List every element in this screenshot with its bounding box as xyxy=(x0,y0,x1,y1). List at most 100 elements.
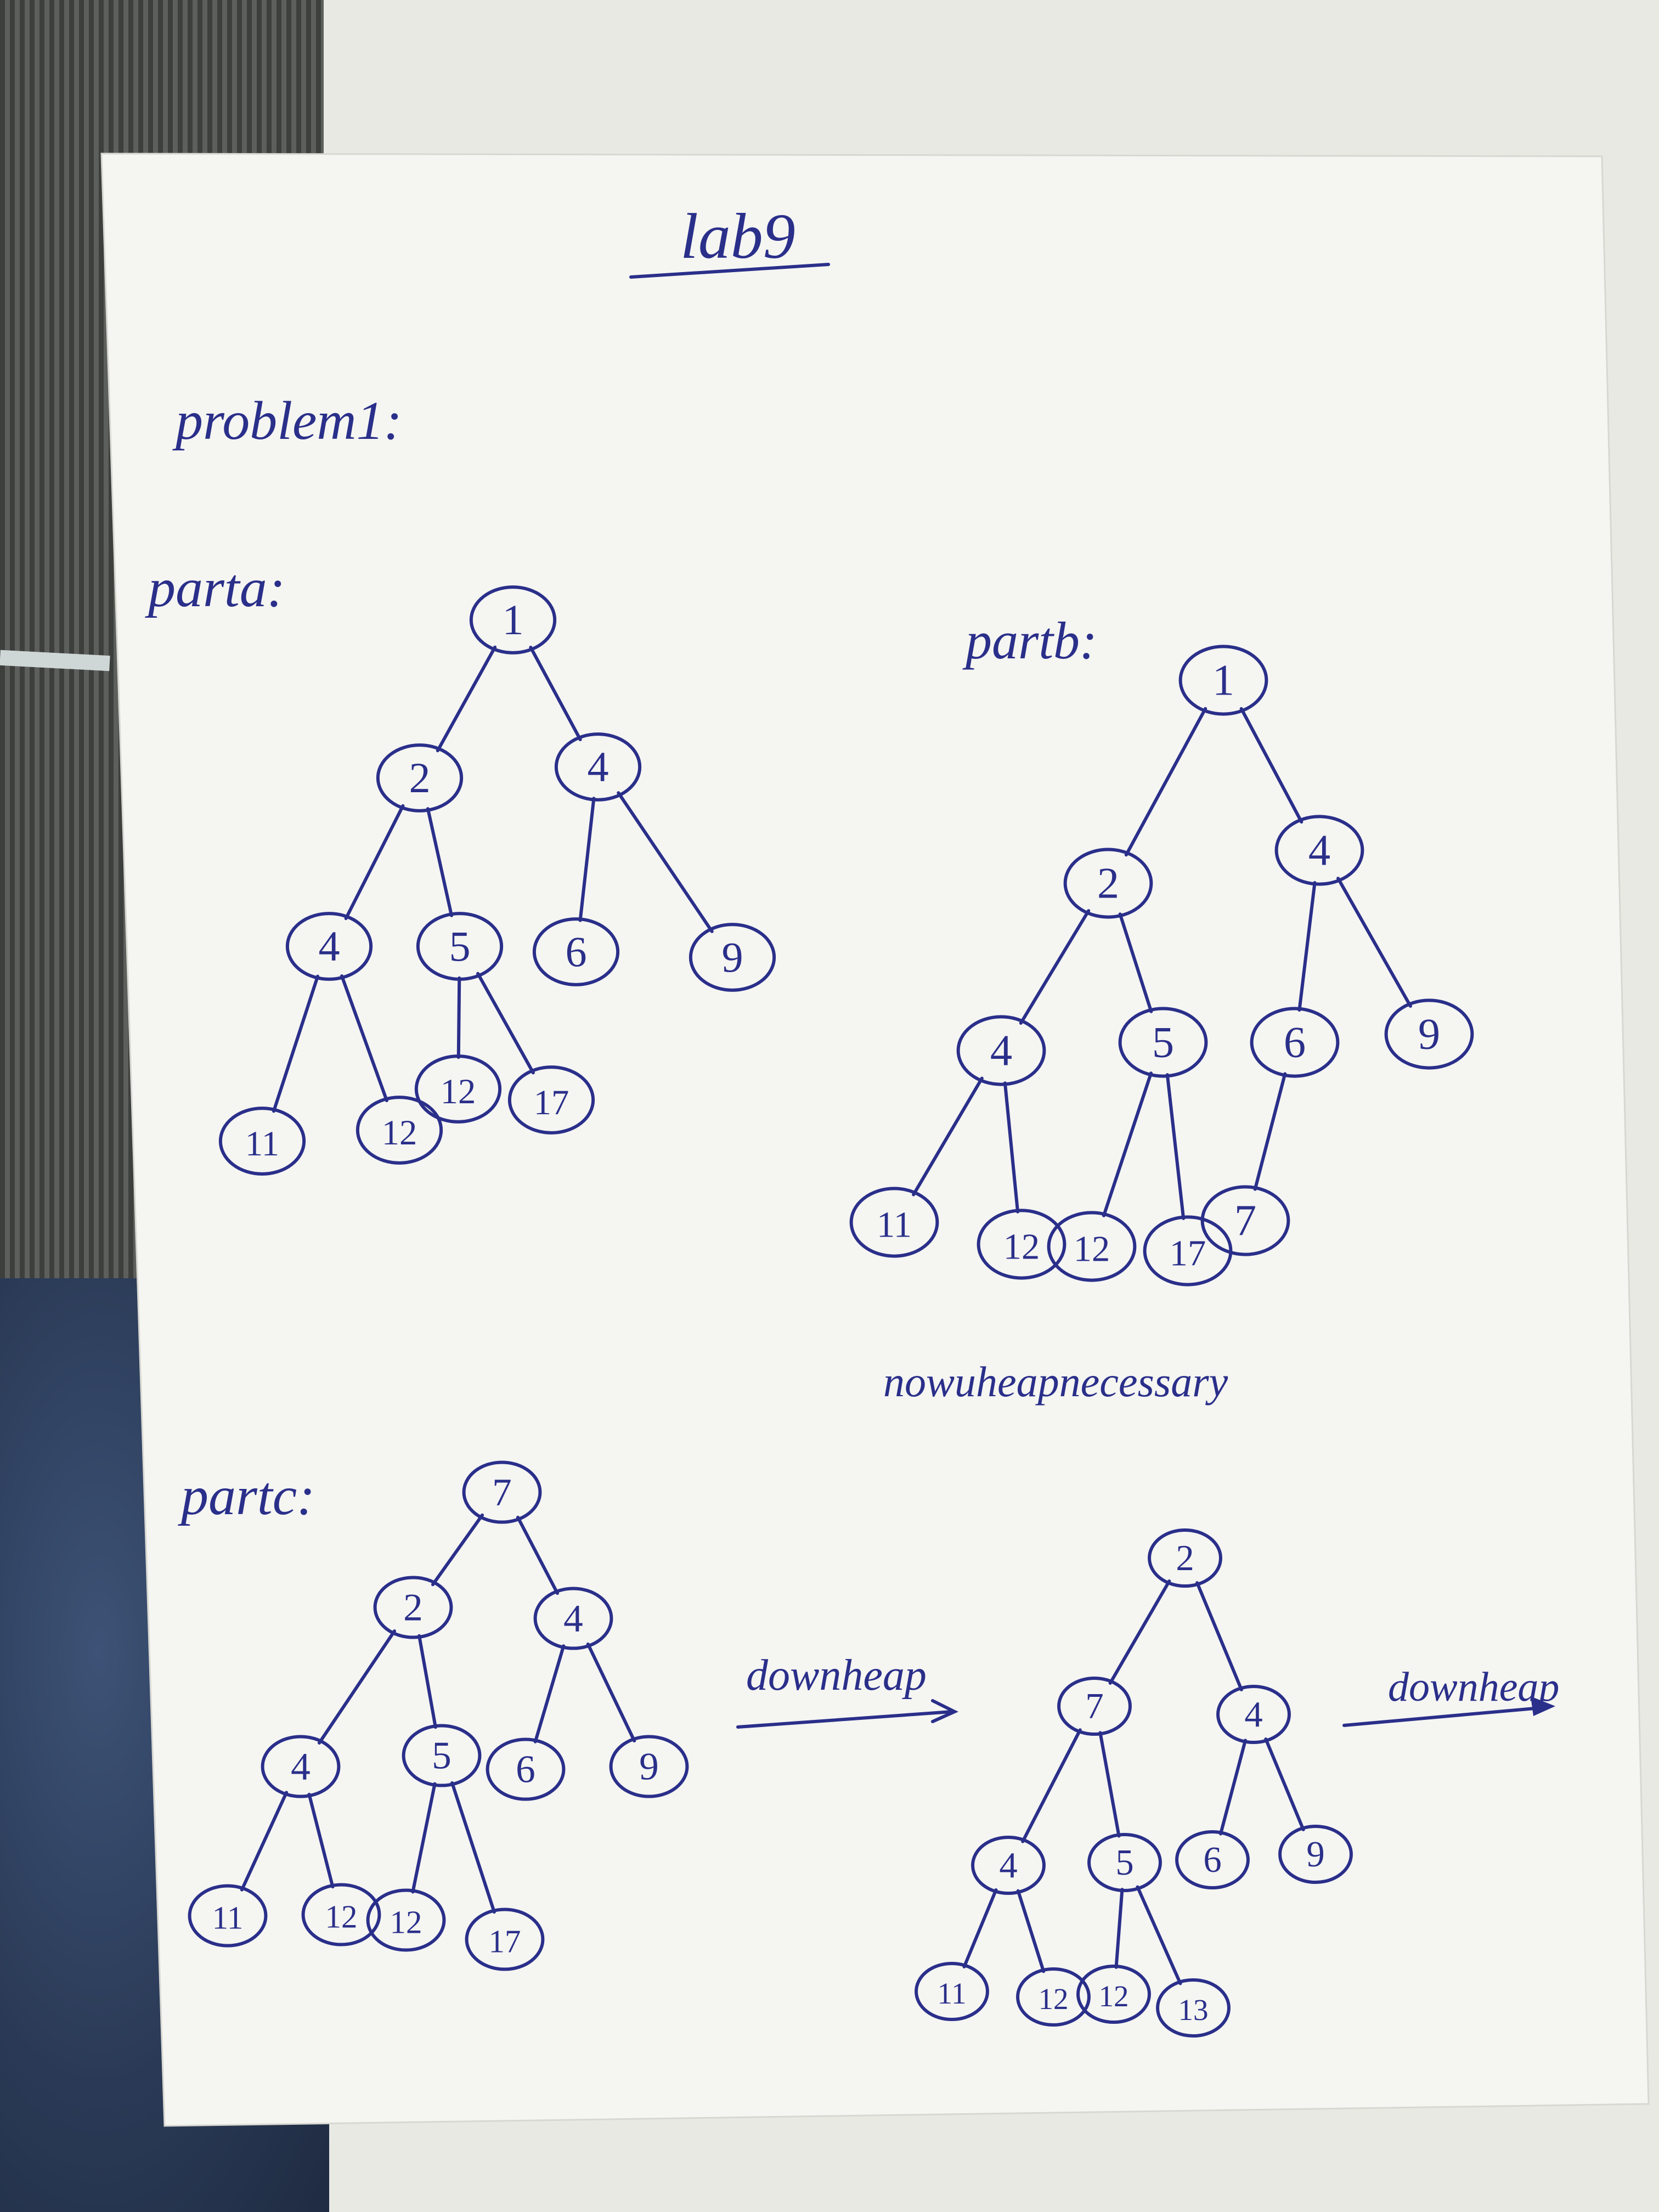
part-c-1-node: 5 xyxy=(402,1724,482,1787)
part-c-1-node-circle xyxy=(188,1884,268,1948)
part-c-2-node: 13 xyxy=(1156,1978,1231,2038)
part-b-node-circle xyxy=(1250,1007,1340,1078)
part-a-edge xyxy=(426,807,454,917)
part-c-2-edge xyxy=(1108,1579,1171,1685)
part-c-2-node-label: 9 xyxy=(1306,1835,1324,1875)
part-c-2-edge xyxy=(1098,1731,1121,1838)
part-c-2-node-label: 5 xyxy=(1115,1843,1133,1883)
part-c-2-edge xyxy=(1136,1885,1182,1985)
heading-part-c: partc: xyxy=(178,1465,315,1526)
heading-part-b: partb: xyxy=(962,611,1097,670)
part-b-node-circle xyxy=(1178,645,1268,716)
part-c-1-node: 2 xyxy=(373,1576,453,1639)
part-b-node-label: 1 xyxy=(1212,656,1234,705)
part-b-node-label: 17 xyxy=(1170,1234,1206,1274)
part-b-node-label: 12 xyxy=(1074,1229,1110,1269)
part-b-edge xyxy=(1102,1071,1153,1217)
part-b-node-circle xyxy=(1274,815,1364,886)
part-c-2-node: 2 xyxy=(1148,1528,1222,1588)
part-b-node-circle xyxy=(1047,1211,1137,1282)
part-c-2-node-circle xyxy=(1057,1676,1132,1736)
part-c-1-edge xyxy=(450,1781,496,1914)
part-b-node-circle xyxy=(849,1187,939,1258)
part-b-node-circle xyxy=(1200,1185,1290,1256)
part-a-node-circle xyxy=(469,585,557,654)
part-c-2-node: 11 xyxy=(915,1961,989,2022)
part-b-edge xyxy=(1336,877,1412,1008)
part-c-1-node-label: 7 xyxy=(492,1471,512,1514)
part-c-2-node-label: 7 xyxy=(1085,1686,1103,1726)
part-a-node-label: 6 xyxy=(565,928,586,975)
title-underline xyxy=(629,263,830,279)
note-no-upheap: nowuheapnecessary xyxy=(883,1358,1228,1406)
part-a-node: 12 xyxy=(356,1096,443,1165)
part-b-node-circle xyxy=(1118,1007,1208,1078)
part-a-node-label: 12 xyxy=(441,1071,476,1111)
part-b-node: 12 xyxy=(1047,1211,1137,1282)
part-b-node: 11 xyxy=(849,1187,939,1258)
part-a-node-circle xyxy=(356,1096,443,1165)
part-a-node-label: 11 xyxy=(245,1124,279,1163)
note-downheap-1: downheap xyxy=(746,1651,927,1700)
part-c-1-node-circle xyxy=(462,1460,542,1524)
part-b-edge xyxy=(1019,909,1091,1025)
part-b-node: 6 xyxy=(1250,1007,1340,1078)
part-c-1-edge xyxy=(317,1629,397,1745)
part-b-node-circle xyxy=(1063,848,1153,919)
part-c-1-node-circle xyxy=(533,1587,613,1650)
part-c-1-edge xyxy=(431,1513,484,1587)
part-c-2-node: 4 xyxy=(1216,1684,1291,1745)
part-b-node-label: 5 xyxy=(1152,1018,1174,1067)
downheap-arrow-2 xyxy=(1342,1706,1549,1727)
part-c-2-node-circle xyxy=(1175,1830,1250,1890)
part-c-1-node-circle xyxy=(486,1737,566,1801)
part-b-edge xyxy=(1239,707,1304,824)
part-c-1-node: 12 xyxy=(301,1883,381,1946)
part-c-1-node-label: 5 xyxy=(432,1734,452,1778)
part-c-1-node-label: 2 xyxy=(403,1586,423,1629)
part-b-edge xyxy=(1003,1081,1020,1214)
part-c-1-node-label: 9 xyxy=(639,1745,659,1788)
part-c-1-node-label: 6 xyxy=(516,1748,535,1791)
part-c-1-node-label: 4 xyxy=(291,1745,311,1788)
part-a-node-circle xyxy=(285,912,373,981)
part-c-2-edge xyxy=(1021,1728,1082,1843)
part-c-1-node-circle xyxy=(261,1735,341,1798)
part-b-edge xyxy=(1118,912,1153,1013)
part-a-node-label: 9 xyxy=(721,933,743,981)
downheap-arrow-2-head xyxy=(1531,1696,1555,1716)
part-c-1-node: 4 xyxy=(261,1735,341,1798)
part-c-2-node: 7 xyxy=(1057,1676,1132,1736)
part-a-edge xyxy=(617,791,714,933)
part-a-edge xyxy=(340,974,388,1103)
part-c-2-node-circle xyxy=(1076,1964,1151,2024)
part-a-node: 1 xyxy=(469,585,557,654)
part-a-edge xyxy=(456,976,461,1059)
part-c-2-edge xyxy=(1016,1889,1046,1973)
part-c-2-edge xyxy=(1264,1737,1305,1831)
tree-edges xyxy=(240,645,1412,1985)
part-a-node-label: 4 xyxy=(587,743,608,791)
part-c-2-node-label: 11 xyxy=(937,1977,966,2010)
part-c-2-node-label: 13 xyxy=(1178,1993,1208,2027)
part-c-2-node-circle xyxy=(1156,1978,1231,2038)
part-a-node: 4 xyxy=(285,912,373,981)
part-b-node-label: 11 xyxy=(877,1205,912,1245)
part-c-2-edge xyxy=(962,1888,998,1969)
part-c-2-node-circle xyxy=(971,1835,1046,1895)
part-c-2-node-label: 12 xyxy=(1098,1979,1128,2013)
part-b-node: 4 xyxy=(1274,815,1364,886)
part-b-node: 4 xyxy=(956,1015,1046,1086)
part-c-1-node: 9 xyxy=(609,1735,689,1798)
part-b-node-label: 9 xyxy=(1418,1010,1440,1059)
part-a-node: 12 xyxy=(414,1054,502,1124)
part-a-edge xyxy=(344,804,405,921)
part-a-node: 5 xyxy=(416,912,504,981)
part-a-node-circle xyxy=(532,917,620,986)
part-b-node: 2 xyxy=(1063,848,1153,919)
part-a-node-circle xyxy=(376,743,464,812)
part-c-2-node: 6 xyxy=(1175,1830,1250,1890)
part-b-node: 12 xyxy=(977,1209,1066,1280)
part-c-1-node-circle xyxy=(373,1576,453,1639)
part-a-node-label: 17 xyxy=(534,1082,569,1122)
